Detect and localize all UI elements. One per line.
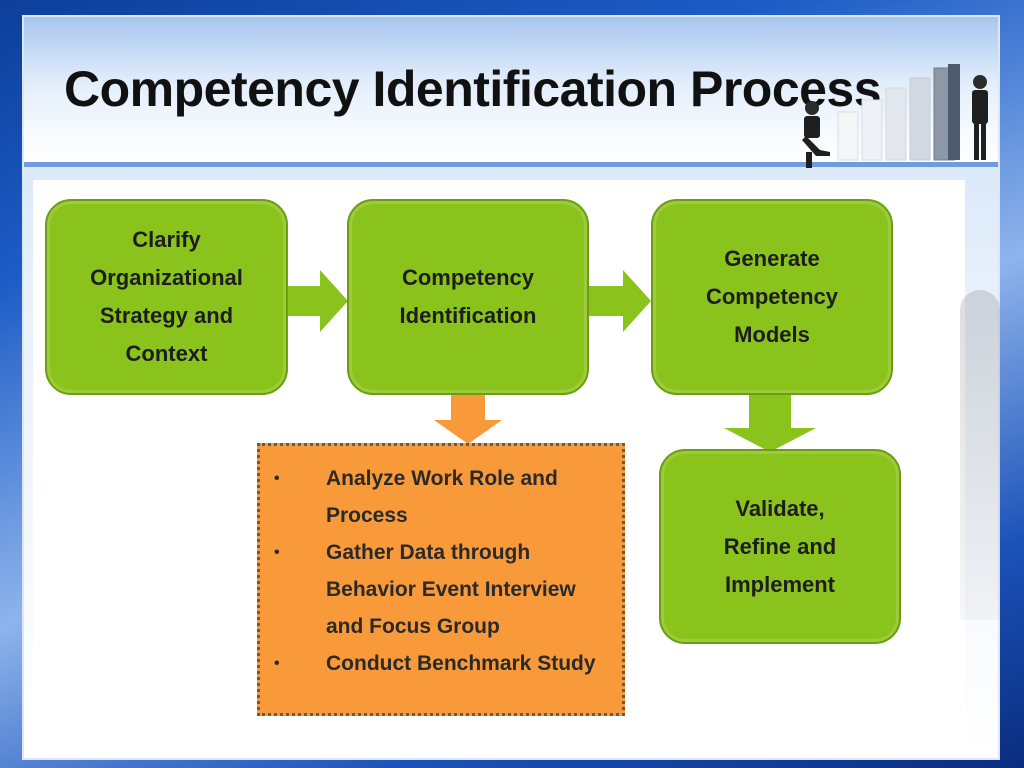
slide-title: Competency Identification Process (64, 61, 882, 117)
step-generate-models: Generate Competency Models (651, 199, 893, 395)
deco-bar (909, 77, 931, 161)
details-list: • Analyze Work Role and Process • Gather… (270, 460, 612, 682)
bullet-icon: • (274, 544, 280, 561)
arrow-shape (286, 270, 348, 332)
businessmen-bar-chart-image (802, 64, 988, 168)
list-item-text: Analyze Work Role and Process (326, 467, 558, 527)
title-band (24, 17, 998, 165)
deco-bar (948, 64, 960, 160)
arrow-shape (724, 394, 816, 452)
list-item-text: Gather Data through Behavior Event Inter… (326, 541, 576, 638)
step-clarify-strategy: Clarify Organizational Strategy and Cont… (45, 199, 288, 395)
deco-bar (837, 111, 859, 161)
bullet-icon: • (274, 470, 280, 487)
right-arrow-icon (587, 270, 651, 332)
deco-bar (885, 87, 907, 161)
step-validate-refine: Validate, Refine and Implement (659, 449, 901, 644)
right-arrow-icon (286, 270, 348, 332)
background-figure (960, 290, 1000, 620)
arrow-shape (434, 394, 502, 444)
deco-bar (861, 99, 883, 161)
list-item: • Analyze Work Role and Process (270, 460, 612, 534)
title-divider (24, 162, 998, 167)
down-arrow-icon (434, 394, 502, 444)
standing-man-icon (972, 75, 988, 160)
seated-man-icon (802, 101, 830, 168)
list-item: • Gather Data through Behavior Event Int… (270, 534, 612, 645)
down-arrow-icon (724, 394, 816, 452)
list-item-text: Conduct Benchmark Study (326, 652, 596, 675)
bullet-icon: • (274, 655, 280, 672)
list-item: • Conduct Benchmark Study (270, 645, 612, 682)
step-competency-identification: Competency Identification (347, 199, 589, 395)
identification-details-box: • Analyze Work Role and Process • Gather… (257, 443, 625, 716)
arrow-shape (587, 270, 651, 332)
